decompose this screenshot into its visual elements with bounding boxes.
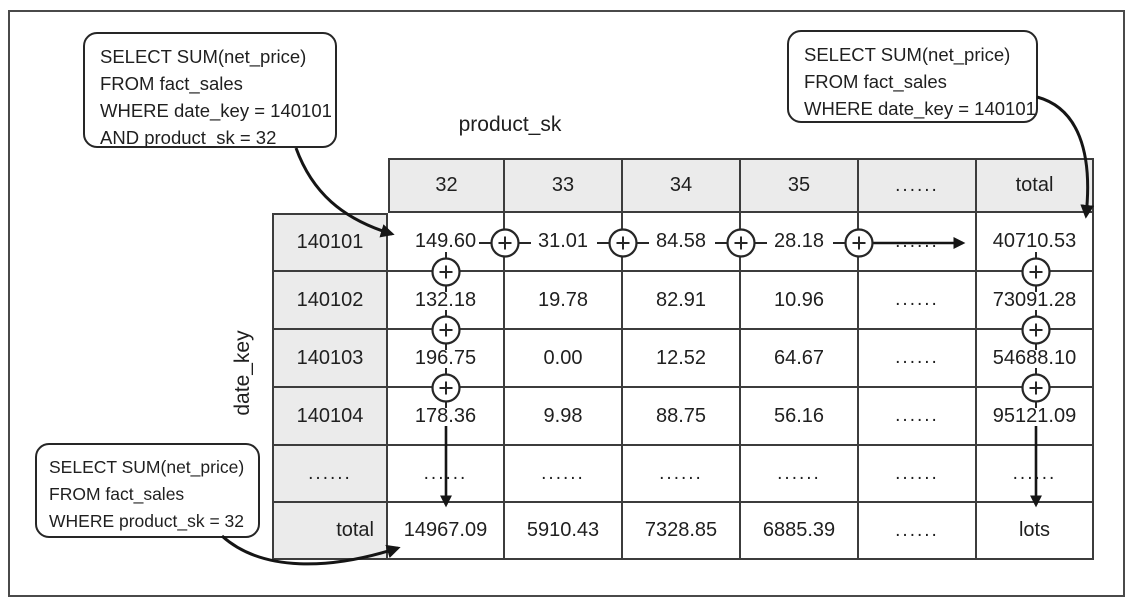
- sql-line: WHERE product_sk = 32: [49, 511, 245, 531]
- column-total-cell: 7328.85: [623, 503, 741, 560]
- row-label: 140101: [272, 213, 388, 272]
- sql-callout-cell-query: SELECT SUM(net_price) FROM fact_sales WH…: [83, 32, 337, 148]
- col-header-ellipsis: ......: [859, 158, 977, 213]
- row-label-total: total: [272, 503, 388, 560]
- row-label: 140102: [272, 272, 388, 330]
- table-cell-ellipsis: ......: [859, 213, 977, 272]
- grand-total-cell: lots: [977, 503, 1094, 560]
- table-cell: 31.01: [505, 213, 623, 272]
- table-cell: 9.98: [505, 388, 623, 446]
- corner-spacer: [272, 158, 388, 213]
- table-cell-ellipsis: ......: [859, 330, 977, 388]
- sql-line: SELECT SUM(net_price): [49, 457, 245, 477]
- column-axis-label: product_sk: [458, 113, 562, 136]
- table-cell: 84.58: [623, 213, 741, 272]
- table-cell: 88.75: [623, 388, 741, 446]
- row-label: 140103: [272, 330, 388, 388]
- table-cell-ellipsis: ......: [741, 446, 859, 503]
- row-total-cell: 54688.10: [977, 330, 1094, 388]
- sql-line: WHERE date_key = 140101: [804, 98, 1036, 119]
- table-cell: 178.36: [388, 388, 505, 446]
- sql-line: FROM fact_sales: [100, 73, 243, 94]
- table-cell: 56.16: [741, 388, 859, 446]
- column-total-cell: 5910.43: [505, 503, 623, 560]
- table-cell: 0.00: [505, 330, 623, 388]
- sql-line: SELECT SUM(net_price): [804, 44, 1011, 65]
- col-header: 34: [623, 158, 741, 213]
- table-cell-ellipsis: ......: [623, 446, 741, 503]
- table-cell-ellipsis: ......: [505, 446, 623, 503]
- table-cell-ellipsis: ......: [977, 446, 1094, 503]
- row-total-cell: 40710.53: [977, 213, 1094, 272]
- table-cell: 149.60: [388, 213, 505, 272]
- table-cell-ellipsis: ......: [859, 446, 977, 503]
- table-cell: 10.96: [741, 272, 859, 330]
- table-cell: 64.67: [741, 330, 859, 388]
- table-cell-ellipsis: ......: [859, 503, 977, 560]
- table-cell: 12.52: [623, 330, 741, 388]
- sql-line: FROM fact_sales: [804, 71, 947, 92]
- row-label: 140104: [272, 388, 388, 446]
- sql-line: FROM fact_sales: [49, 484, 185, 504]
- row-label-ellipsis: ......: [272, 446, 388, 503]
- col-header: 35: [741, 158, 859, 213]
- table-cell-ellipsis: ......: [859, 272, 977, 330]
- table-cell: 19.78: [505, 272, 623, 330]
- sql-line: WHERE date_key = 140101: [100, 100, 332, 121]
- table-cell: 196.75: [388, 330, 505, 388]
- sql-callout-row-total-query: SELECT SUM(net_price) FROM fact_sales WH…: [787, 30, 1038, 123]
- sql-callout-column-total-query: SELECT SUM(net_price) FROM fact_sales WH…: [35, 443, 260, 538]
- table-cell-ellipsis: ......: [859, 388, 977, 446]
- table-cell-ellipsis: ......: [388, 446, 505, 503]
- table-cell: 28.18: [741, 213, 859, 272]
- data-cube-table: 32 33 34 35 ...... total 140101 149.60 3…: [272, 158, 1094, 560]
- col-header-total: total: [977, 158, 1094, 213]
- table-cell: 82.91: [623, 272, 741, 330]
- table-cell: 132.18: [388, 272, 505, 330]
- row-total-cell: 95121.09: [977, 388, 1094, 446]
- column-total-cell: 6885.39: [741, 503, 859, 560]
- col-header: 32: [388, 158, 505, 213]
- row-axis-label: date_key: [231, 330, 254, 416]
- sql-line: SELECT SUM(net_price): [100, 46, 307, 67]
- row-total-cell: 73091.28: [977, 272, 1094, 330]
- column-total-cell: 14967.09: [388, 503, 505, 560]
- sql-line: AND product_sk = 32: [100, 127, 277, 148]
- col-header: 33: [505, 158, 623, 213]
